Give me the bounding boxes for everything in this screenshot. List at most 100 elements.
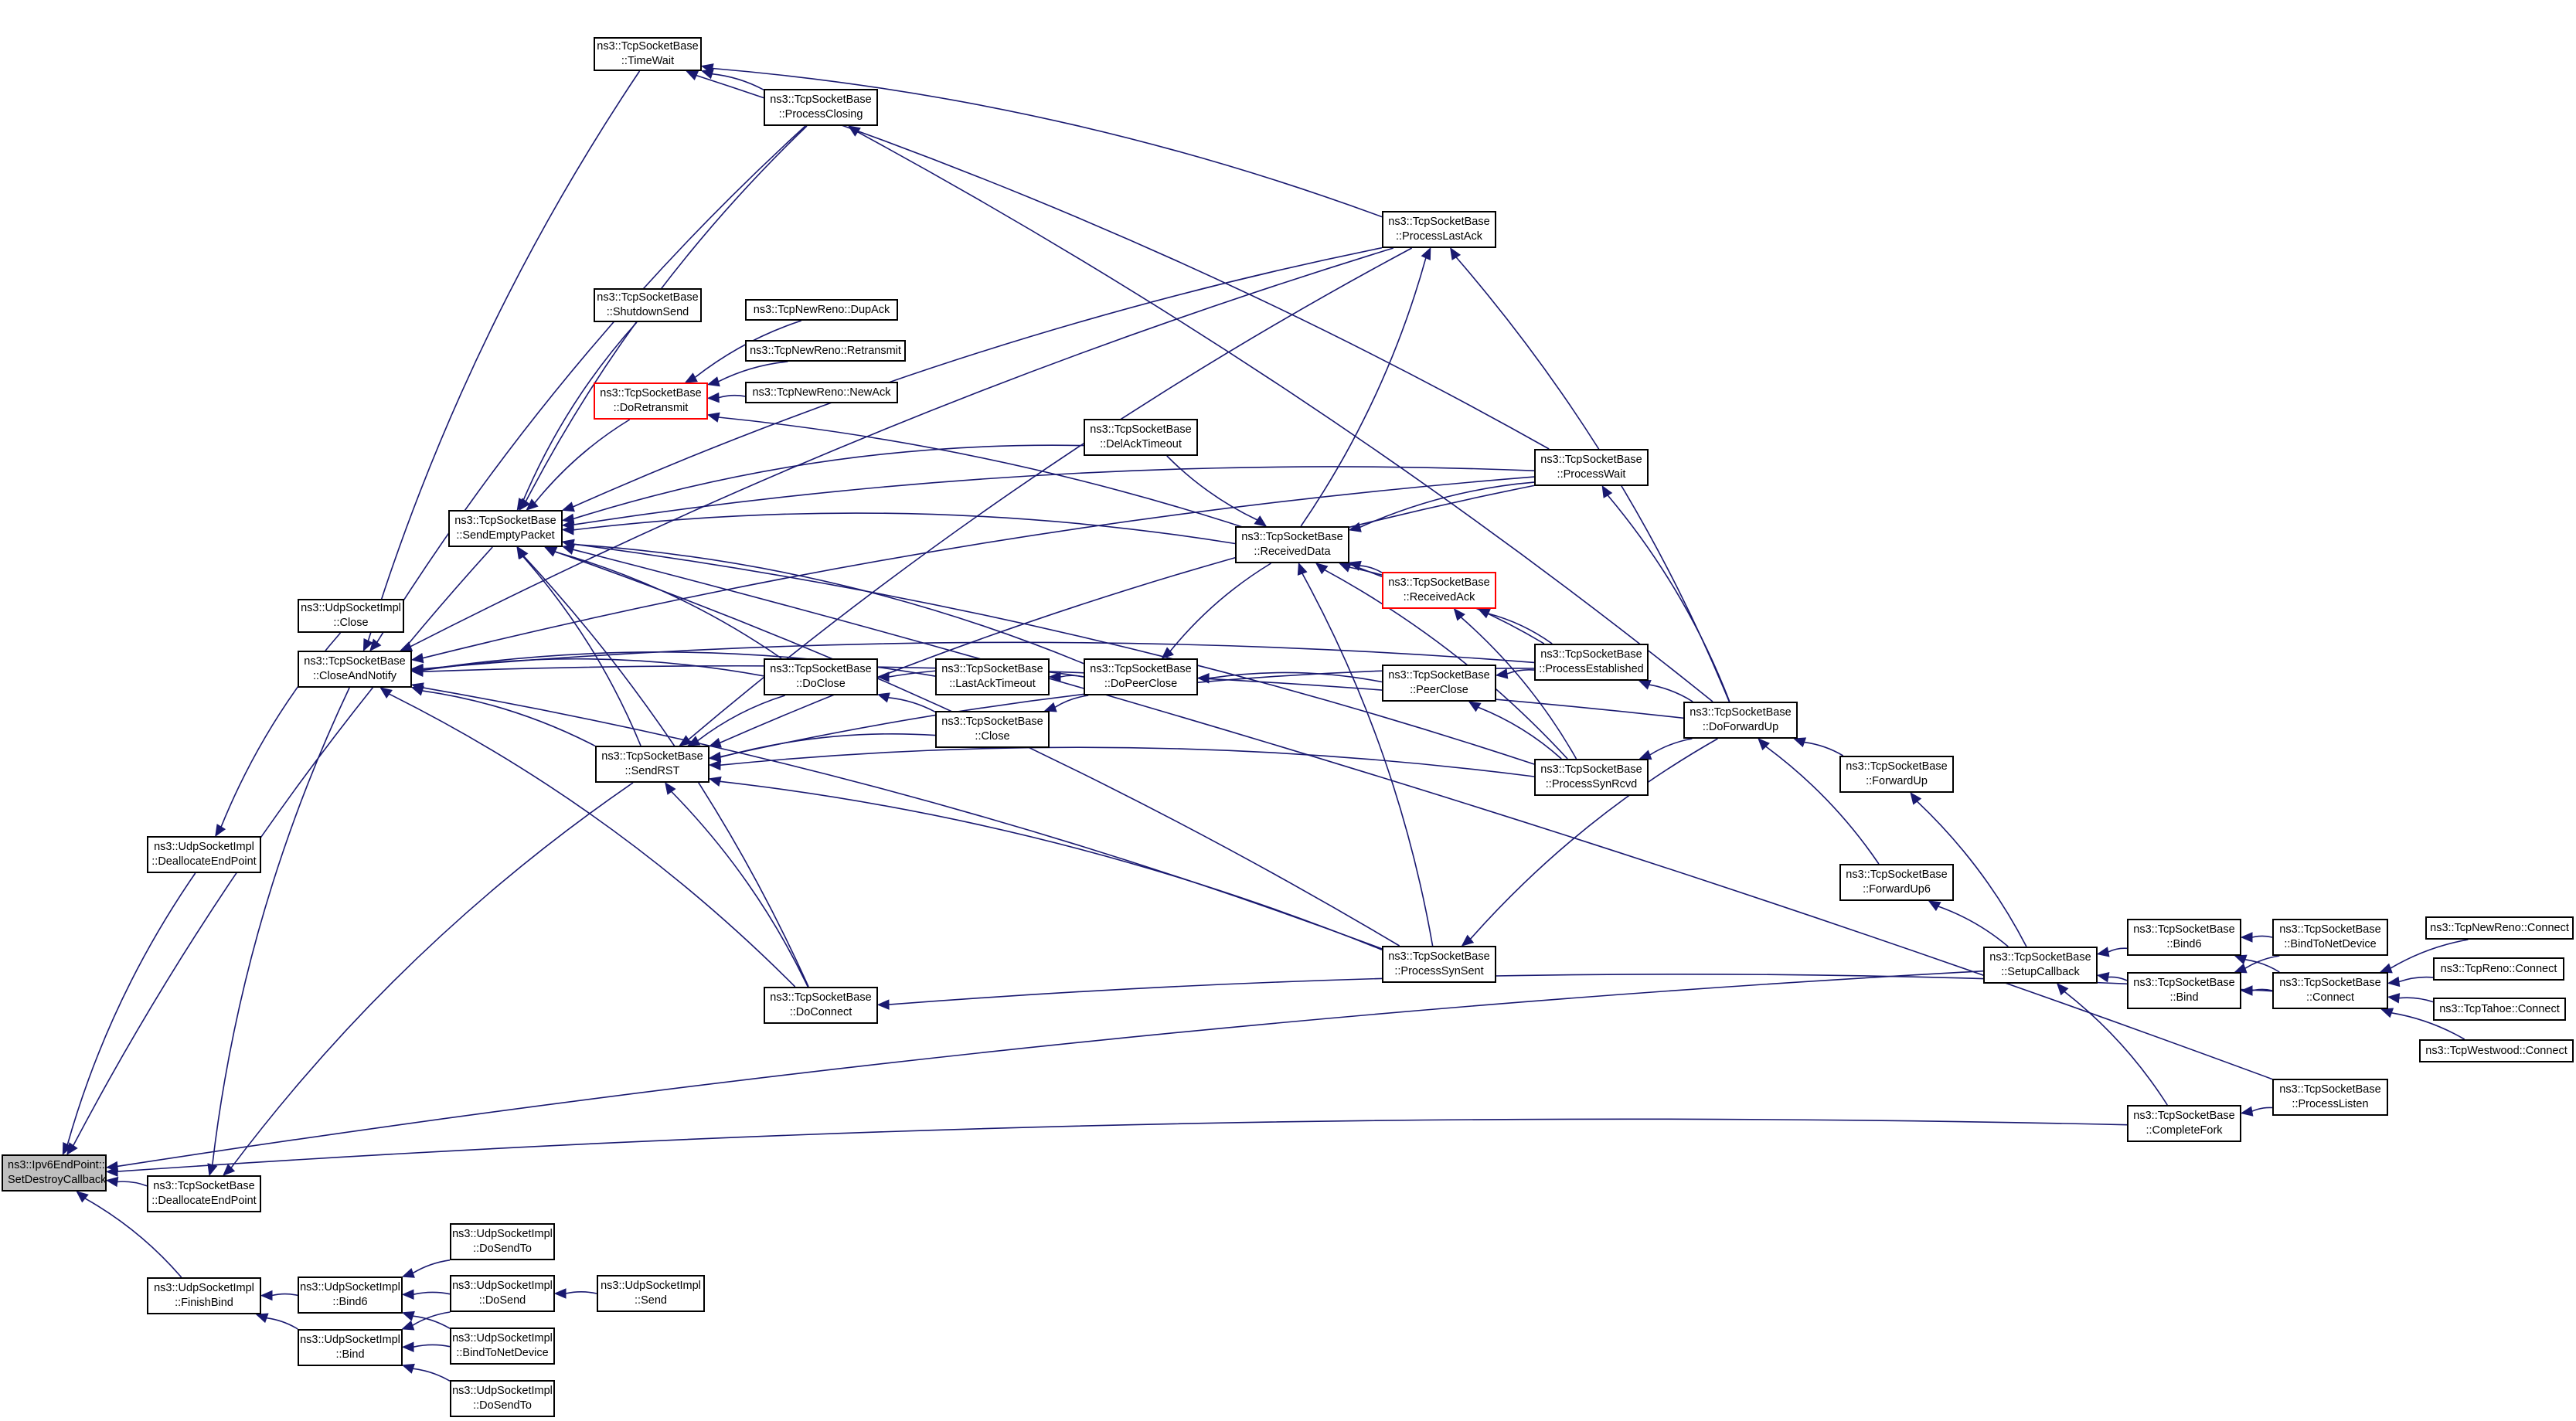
node-tcpsocketbase-doretransmit[interactable]: ns3::TcpSocketBase ::DoRetransmit [594,382,708,420]
arrowhead-udp_bind-to-udp_finishbind [255,1313,269,1324]
node-label: ns3::TcpSocketBase [304,655,406,668]
node-label: ns3::TcpSocketBase [941,716,1043,728]
arrowhead-procwait-to-timewait [686,70,699,80]
arrowhead-sendrst-to-sendempty [516,546,528,559]
arrowhead-procestablished-to-sendrst [708,751,722,763]
node-tcpsocketbase-bind[interactable]: ns3::TcpSocketBase ::Bind [2127,972,2241,1009]
node-tcpsocketbase-sendrst[interactable]: ns3::TcpSocketBase ::SendRST [595,746,710,783]
arrowhead-receiveddata-to-dopeerclose [1161,647,1174,659]
edge-timewait-to-closeandnotify [367,70,641,641]
node-udpsocketimpl-finishbind[interactable]: ns3::UdpSocketImpl ::FinishBind [147,1277,261,1314]
node-label: ns3::TcpSocketBase [1090,663,1192,675]
node-udpsocketimpl-dosendto[interactable]: ns3::UdpSocketImpl ::DoSendTo [450,1223,555,1260]
node-label: ns3::TcpSocketBase [1241,531,1343,543]
node-tcpsocketbase-processestablished[interactable]: ns3::TcpSocketBase ::ProcessEstablished [1534,644,1649,681]
node-udpsocketimpl-dosend[interactable]: ns3::UdpSocketImpl ::DoSend [450,1275,555,1312]
node-tcptahoe-connect[interactable]: ns3::TcpTahoe::Connect [2433,998,2566,1021]
node-tcpsocketbase-processlisten[interactable]: ns3::TcpSocketBase ::ProcessListen [2272,1079,2388,1116]
node-label: ns3::TcpSocketBase [770,663,872,675]
node-label: ::ShutdownSend [606,306,689,318]
arrowhead-completefork-to-focus [105,1166,118,1177]
node-tcpnewreno-dupack[interactable]: ns3::TcpNewReno::DupAck [745,299,898,321]
arrowhead-doforwardup-to-proclastack [1450,246,1462,260]
node-udpsocketimpl-deallocateendpoint[interactable]: ns3::UdpSocketImpl ::DeallocateEndPoint [147,836,261,873]
node-tcpsocketbase-timewait[interactable]: ns3::TcpSocketBase ::TimeWait [594,37,702,71]
arrowhead-procwait-to-receiveddata [1348,522,1362,532]
edge-procsynrcvd-to-receivedack [1460,617,1577,760]
node-label: ns3::TcpNewReno::DupAck [753,303,890,316]
node-label: ::ProcessClosing [778,108,863,121]
node-tcpsocketbase-deallocateendpoint[interactable]: ns3::TcpSocketBase ::DeallocateEndPoint [147,1175,261,1212]
arrowhead-nr_dupack-to-doretransmit [684,372,698,383]
edge-udp_dosend-to-udp_bind [412,1311,451,1326]
node-tcpsocketbase-processclosing[interactable]: ns3::TcpSocketBase ::ProcessClosing [764,89,878,126]
node-tcpsocketbase-delacktimeout[interactable]: ns3::TcpSocketBase ::DelAckTimeout [1084,419,1198,456]
node-label: ns3::TcpSocketBase [1690,706,1792,719]
arrowhead-nr_newack-to-doretransmit [706,392,720,403]
node-label: ::FinishBind [175,1297,233,1309]
node-tcpsocketbase-sendemptypacket[interactable]: ns3::TcpSocketBase ::SendEmptyPacket [448,510,563,547]
edge-closeandnotify-to-tcp_dealloc [212,687,350,1165]
node-udpsocketimpl-close[interactable]: ns3::UdpSocketImpl ::Close [298,599,404,633]
node-tcpsocketbase-processsynsent[interactable]: ns3::TcpSocketBase ::ProcessSynSent [1382,946,1496,983]
edge-procsynrcvd-to-peerclose [1478,706,1562,760]
node-tcpsocketbase-setupcallback[interactable]: ns3::TcpSocketBase ::SetupCallback [1983,947,2098,984]
node-tcpsocketbase-processlastack[interactable]: ns3::TcpSocketBase ::ProcessLastAck [1382,211,1496,248]
node-udpsocketimpl-bindtonetdevice[interactable]: ns3::UdpSocketImpl ::BindToNetDevice [450,1328,555,1365]
node-label: ::DoPeerClose [1104,678,1178,690]
node-tcpsocketbase-processsynrcvd[interactable]: ns3::TcpSocketBase ::ProcessSynRcvd [1534,759,1649,796]
arrowhead-forwardup6-to-doforwardup [1758,738,1770,751]
node-udpsocketimpl-dosendto-2[interactable]: ns3::UdpSocketImpl ::DoSendTo [450,1380,555,1417]
node-tcpreno-connect[interactable]: ns3::TcpReno::Connect [2433,957,2564,981]
node-tcpnewreno-retransmit[interactable]: ns3::TcpNewReno::Retransmit [745,340,906,362]
arrowhead-udp_close-to-udp_dealloc [215,824,226,838]
node-tcpsocketbase-bind6[interactable]: ns3::TcpSocketBase ::Bind6 [2127,919,2241,956]
node-udpsocketimpl-send[interactable]: ns3::UdpSocketImpl ::Send [597,1275,705,1312]
node-tcpnewreno-newack[interactable]: ns3::TcpNewReno::NewAck [745,382,898,403]
node-tcpsocketbase-forwardup[interactable]: ns3::TcpSocketBase ::ForwardUp [1839,756,1954,793]
arrowhead-procsynsent-to-sendempty [544,546,558,557]
arrowhead-proclastack-to-sendrst [679,735,692,746]
arrowhead-reno_connect-to-tcp_connect [2387,976,2401,988]
node-tcpsocketbase-doclose[interactable]: ns3::TcpSocketBase ::DoClose [764,658,878,695]
node-tcpsocketbase-closeandnotify[interactable]: ns3::TcpSocketBase ::CloseAndNotify [298,651,412,688]
node-label: ns3::TcpNewReno::Connect [2430,921,2569,934]
node-tcpsocketbase-doforwardup[interactable]: ns3::TcpSocketBase ::DoForwardUp [1683,702,1798,739]
node-label: ns3::TcpSocketBase [1846,869,1948,881]
node-tcpsocketbase-peerclose[interactable]: ns3::TcpSocketBase ::PeerClose [1382,665,1496,702]
edge-delacktimeout-to-sendempty [573,444,1084,520]
node-tcpsocketbase-doconnect[interactable]: ns3::TcpSocketBase ::DoConnect [764,987,878,1024]
node-tcpsocketbase-forwardup6[interactable]: ns3::TcpSocketBase ::ForwardUp6 [1839,864,1954,901]
edge-shutdownsend-to-sendempty [522,321,638,501]
node-tcpsocketbase-connect[interactable]: ns3::TcpSocketBase ::Connect [2272,972,2388,1009]
edge-receivedack-to-receiveddata [1359,565,1383,573]
node-udpsocketimpl-bind[interactable]: ns3::UdpSocketImpl ::Bind [298,1329,403,1366]
node-tcpsocketbase-receiveddata[interactable]: ns3::TcpSocketBase ::ReceivedData [1235,526,1349,563]
arrowhead-procsynsent-to-sendrst [708,776,722,787]
node-tcpsocketbase-completefork[interactable]: ns3::TcpSocketBase ::CompleteFork [2127,1105,2241,1142]
node-tcpsocketbase-close[interactable]: ns3::TcpSocketBase ::Close [935,711,1050,748]
edge-completefork-to-setupcallback [2064,991,2168,1106]
node-label: ::DeallocateEndPoint [151,1195,257,1207]
node-tcpwestwood-connect[interactable]: ns3::TcpWestwood::Connect [2419,1039,2574,1062]
node-label: ns3::UdpSocketImpl [452,1385,553,1397]
arrowhead-udp_bindnetdev-to-udp_bind6 [401,1311,415,1321]
node-tcpnewreno-connect[interactable]: ns3::TcpNewReno::Connect [2425,916,2574,940]
edge-procestablished-to-peerclose [1506,669,1535,675]
edge-forwardup6-to-doforwardup [1765,746,1880,865]
node-tcpsocketbase-receivedack[interactable]: ns3::TcpSocketBase ::ReceivedAck [1382,572,1496,609]
arrowhead-udp_dosend-to-udp_bind [401,1320,415,1331]
arrowhead-receiveddata-to-proclastack [1421,246,1431,260]
edge-procwait-to-sendempty [573,466,1535,525]
node-tcpsocketbase-processwait[interactable]: ns3::TcpSocketBase ::ProcessWait [1534,449,1649,486]
arrowhead-sendempty-to-focus [66,1142,78,1156]
node-ipv6endpoint-setdestroycallback[interactable]: ns3::Ipv6EndPoint:: SetDestroyCallback [2,1154,107,1192]
node-tcpsocketbase-dopeerclose[interactable]: ns3::TcpSocketBase ::DoPeerClose [1084,658,1198,695]
edge-dopeerclose-to-tcpclose [1054,695,1089,708]
node-tcpsocketbase-shutdownsend[interactable]: ns3::TcpSocketBase ::ShutdownSend [594,288,702,322]
node-tcpsocketbase-lastacktimeout[interactable]: ns3::TcpSocketBase ::LastAckTimeout [935,658,1050,695]
node-label: ns3::UdpSocketImpl [452,1228,553,1240]
arrowhead-doretransmit-to-sendempty [526,498,539,511]
node-udpsocketimpl-bind6[interactable]: ns3::UdpSocketImpl ::Bind6 [298,1277,403,1314]
node-tcpsocketbase-bindtonetdevice[interactable]: ns3::TcpSocketBase ::BindToNetDevice [2272,919,2388,956]
